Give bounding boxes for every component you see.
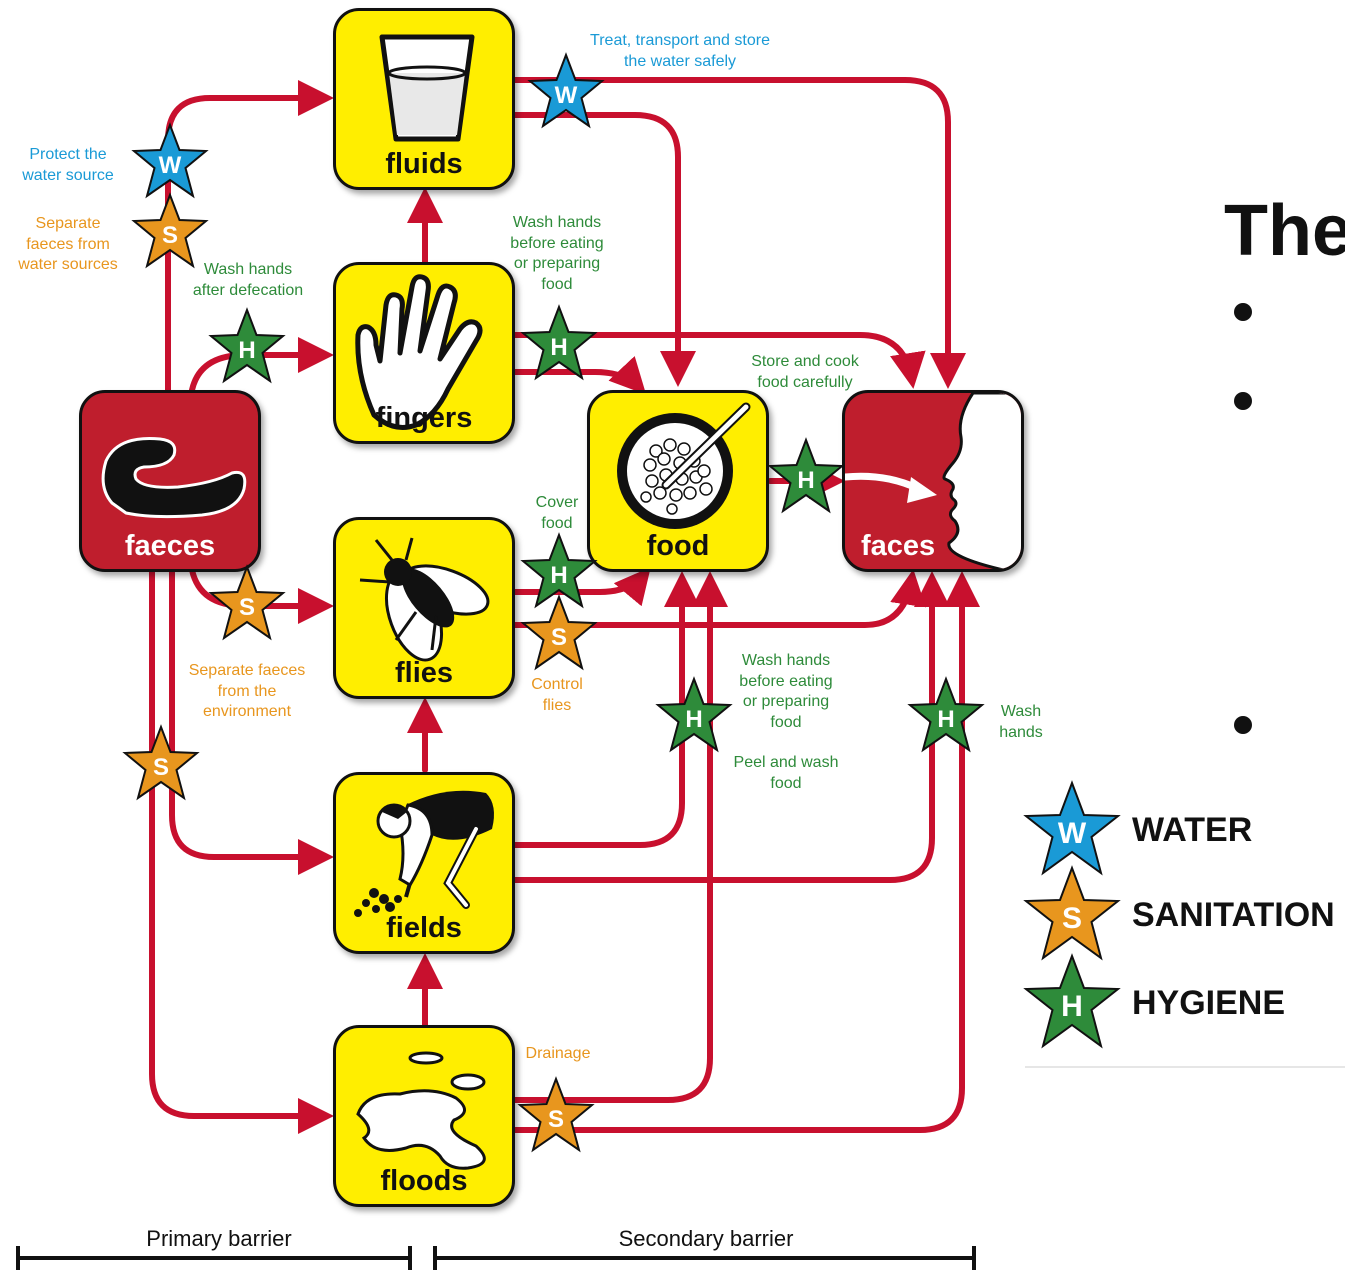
glass-icon — [379, 34, 475, 142]
node-floods-label: floods — [380, 1165, 468, 1197]
node-fields-label: fields — [386, 912, 462, 944]
node-faeces: faeces — [79, 390, 261, 572]
legend-stars: W S H — [1025, 782, 1119, 1047]
arrow-faeces-floods — [149, 567, 334, 1134]
arrow-faeces-fluids — [165, 80, 334, 393]
node-food-label: food — [646, 530, 710, 562]
label-drainage: Drainage — [525, 1045, 591, 1062]
node-flies-label: flies — [394, 657, 454, 689]
secondary-barrier-label: Secondary barrier — [618, 1226, 794, 1251]
primary-barrier-label: Primary barrier — [146, 1226, 292, 1251]
svg-text:S: S — [1062, 902, 1082, 935]
food-bowl-icon — [617, 402, 751, 529]
node-food: food — [587, 390, 769, 572]
legend-hygiene-label: HYGIENE — [1132, 984, 1286, 1022]
node-flies: flies — [333, 517, 515, 699]
arrow-floods-faces — [512, 571, 980, 1133]
node-faces-label: faces — [861, 530, 936, 562]
svg-text:H: H — [1061, 990, 1083, 1023]
arrow-faeces-fingers — [189, 337, 334, 393]
arrow-fluids-faces — [512, 77, 966, 389]
arrow-fingers-faces — [512, 332, 926, 389]
node-fields: fields — [333, 772, 515, 954]
arrow-fluids-food — [512, 112, 696, 387]
puddle-icon — [356, 1051, 486, 1170]
node-faces: faces — [842, 390, 1024, 572]
faeces-icon — [101, 436, 247, 519]
node-fluids-label: fluids — [385, 148, 463, 180]
node-faeces-label: faeces — [124, 530, 216, 562]
arrow-floods-food — [512, 571, 728, 1103]
hygiene-icon: H — [1025, 955, 1119, 1047]
node-fluids: fluids — [333, 8, 515, 190]
fly-icon — [359, 537, 490, 662]
arrow-fields-food — [512, 571, 700, 848]
legend-water-label: WATER — [1132, 811, 1253, 849]
node-fingers: fingers — [333, 262, 515, 444]
bullet-2 — [1234, 392, 1252, 410]
arrow-faeces-fields — [169, 567, 334, 875]
arrow-flies-food — [512, 567, 651, 607]
node-floods: floods — [333, 1025, 515, 1207]
arrow-fingers-food — [512, 355, 647, 395]
person-squatting-icon — [354, 790, 494, 917]
sanitation-icon: S — [1025, 867, 1119, 959]
arrow-fields-faces — [512, 571, 950, 883]
arrow-faeces-flies — [189, 567, 334, 624]
bullet-3 — [1234, 716, 1252, 734]
svg-text:W: W — [1058, 817, 1087, 850]
face-profile-icon — [845, 393, 1021, 569]
node-fingers-label: fingers — [375, 402, 473, 434]
hand-icon — [355, 274, 483, 430]
arrow-flies-faces — [512, 569, 926, 628]
legend-sanitation-label: SANITATION — [1132, 896, 1335, 934]
bullet-1 — [1234, 303, 1252, 321]
water-icon: W — [1025, 782, 1119, 874]
slide-heading: The — [1224, 191, 1345, 271]
